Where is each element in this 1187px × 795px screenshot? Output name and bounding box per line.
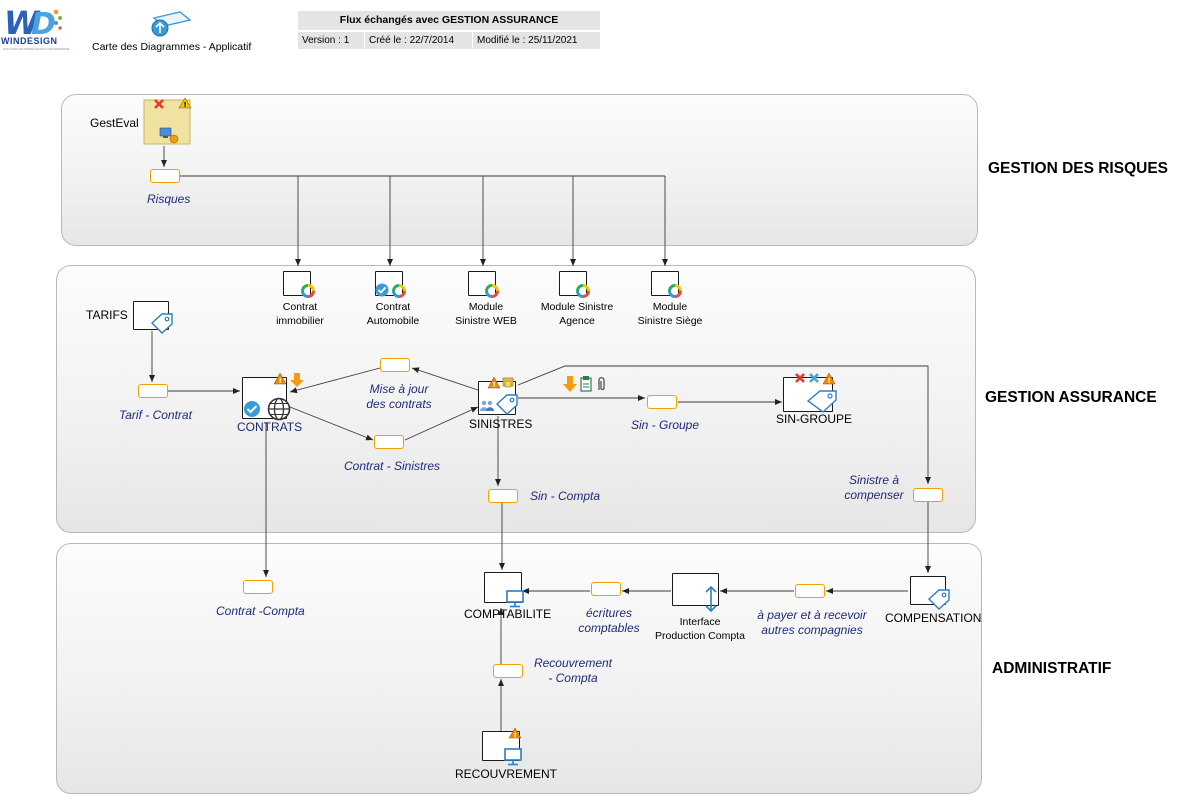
logo-subtitle: SOLUTION DE MODELISATION D'ENTREPRISE	[3, 47, 70, 51]
flow-a-payer-recevoir[interactable]	[795, 584, 825, 598]
flow-recouvrement-compta[interactable]	[493, 664, 523, 678]
tag-icon	[806, 390, 837, 413]
line-contratsinistres-sinistres	[404, 406, 479, 441]
svg-text:!: !	[493, 381, 496, 389]
flow-sin-compta[interactable]	[488, 489, 518, 503]
flow-risques[interactable]	[150, 169, 180, 183]
diagram-map-icon[interactable]	[150, 10, 192, 42]
warning-down-icons: !	[274, 372, 304, 387]
check-icon	[244, 401, 260, 417]
check-icon	[375, 283, 389, 297]
sin-groupe-label: SIN-GROUPE	[776, 412, 853, 426]
tag-icon	[927, 589, 950, 610]
line-sinistres-miseajour	[411, 367, 479, 391]
tag-icon	[495, 394, 518, 415]
updown-arrow-icon	[705, 585, 717, 613]
tag-icon	[150, 313, 173, 334]
module-sinistre-web-block[interactable]	[468, 271, 496, 296]
flow-contrat-compta[interactable]	[243, 580, 273, 594]
zone-label-administratif: ADMINISTRATIF	[992, 660, 1112, 677]
compensation-label: COMPENSATION	[885, 611, 982, 625]
module-sinistre-agence-block[interactable]	[559, 271, 587, 296]
flow-sinistre-a-compenser[interactable]	[913, 488, 943, 502]
flow-label-contrat-sinistres: Contrat - Sinistres	[344, 459, 441, 473]
warning-folder-icons: !	[487, 376, 514, 389]
windesign-logo: W D	[4, 4, 62, 38]
created-cell: Créé le : 22/7/2014	[365, 32, 472, 49]
line-contrats-contratsinistres	[289, 406, 374, 441]
zone-gestion-des-risques[interactable]	[61, 94, 978, 246]
logo-text: WINDESIGN	[1, 36, 58, 46]
flow-label-tarif-contrat: Tarif - Contrat	[119, 408, 192, 422]
flow-label-contrat-compta: Contrat -Compta	[216, 604, 305, 618]
flow-sin-groupe[interactable]	[647, 395, 677, 409]
flow-label-risques: Risques	[147, 192, 191, 206]
contrat-immobilier-block[interactable]	[283, 271, 311, 296]
svg-text:!: !	[514, 732, 517, 740]
recouvrement-label: RECOUVREMENT	[455, 767, 558, 781]
svg-text:!: !	[279, 377, 282, 385]
zone-label-assurance: GESTION ASSURANCE	[985, 389, 1157, 406]
comptabilite-label: COMPTABILITE	[464, 607, 552, 621]
svg-text:!: !	[828, 377, 831, 385]
monitor-icon	[504, 748, 522, 766]
diagram-map-label: Carte des Diagrammes - Applicatif	[92, 41, 252, 53]
status-icons: !	[795, 372, 836, 385]
gesteval-node[interactable]: !	[142, 98, 194, 148]
module-sinistre-siege-block[interactable]	[651, 271, 679, 296]
line-miseajour-contrats	[289, 367, 381, 394]
flow-mise-a-jour[interactable]	[380, 358, 410, 372]
flow-contrat-sinistres[interactable]	[374, 435, 404, 449]
flow-ecritures-comptables[interactable]	[591, 582, 621, 596]
color-wheel-icon	[576, 284, 590, 298]
flow-label-sin-compta: Sin - Compta	[530, 489, 601, 503]
color-wheel-icon	[392, 284, 406, 298]
gesteval-label: GestEval	[90, 116, 139, 130]
tarifs-label: TARIFS	[86, 308, 128, 322]
color-wheel-icon	[485, 284, 499, 298]
color-wheel-icon	[668, 284, 682, 298]
line-sinistres-compenser	[517, 365, 931, 484]
globe-icon	[267, 397, 291, 421]
color-wheel-icon	[301, 284, 315, 298]
title-block: Flux échangés avec GESTION ASSURANCE Ver…	[298, 11, 600, 49]
version-cell: Version : 1	[298, 32, 364, 49]
zone-label-risques: GESTION DES RISQUES	[988, 160, 1169, 177]
diagram-title: Flux échangés avec GESTION ASSURANCE	[298, 11, 600, 30]
sinistres-label: SINISTRES	[469, 417, 533, 431]
svg-text:!: !	[184, 101, 187, 109]
modified-cell: Modifié le : 25/11/2021	[473, 32, 600, 49]
flow-label-sin-groupe: Sin - Groupe	[631, 418, 700, 432]
flow-status-icons	[563, 376, 605, 392]
flow-label-recouvrement-compta: Recouvrement- Compta	[533, 656, 613, 685]
contrats-label: CONTRATS	[237, 420, 303, 434]
warning-icon: !	[508, 727, 522, 739]
svg-text:D: D	[31, 7, 56, 38]
svg-text:W: W	[4, 4, 41, 38]
monitor-icon	[506, 590, 524, 608]
flow-tarif-contrat[interactable]	[138, 384, 168, 398]
people-icon	[480, 400, 494, 411]
